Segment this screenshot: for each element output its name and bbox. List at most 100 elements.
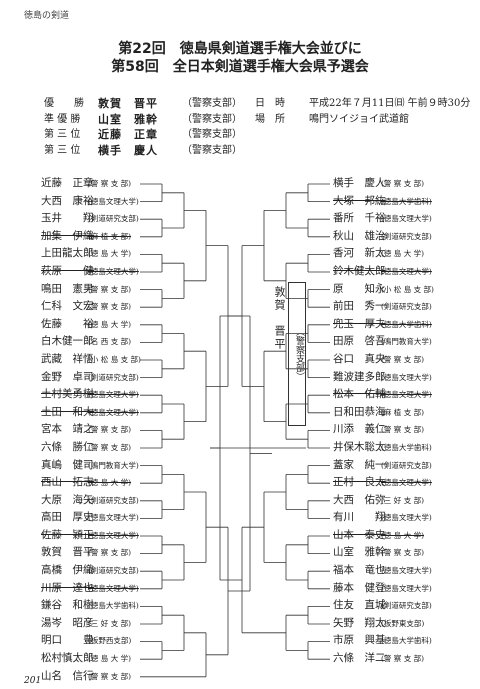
player-name: 田原 啓吾 (333, 335, 386, 348)
player-row: 日和田恭海(麻 植 支 部) (333, 404, 434, 422)
player-row: 有川 翔(徳島文理大学) (333, 509, 434, 527)
player-row: 住友 直城(剣道研究支部) (333, 597, 434, 615)
player-row: 原 知永(小 松 島 支 部) (333, 281, 434, 299)
player-affiliation: (徳島文理大学) (381, 583, 432, 593)
player-name: 佐藤 穎正 (41, 528, 94, 541)
player-name: 住友 直城 (333, 599, 386, 612)
player-affiliation: (警 察 支 部) (88, 284, 132, 294)
player-row: 鎌谷 和樹(徳島大学歯科) (41, 597, 141, 615)
player-name: 川原 達也 (41, 581, 94, 594)
player-name: 川添 義仁 (333, 423, 386, 436)
player-affiliation: (警 察 支 部) (88, 179, 132, 188)
player-row: 藤本 健登(徳島文理大学) (333, 580, 434, 598)
player-name: 土田 和大 (41, 405, 94, 418)
player-affiliation: (警 察 支 部) (381, 354, 425, 364)
player-name: 近藤 正章 (41, 177, 94, 189)
player-name: 横手 慶人 (333, 177, 386, 189)
player-affiliation: (鳴門教育大学) (88, 460, 139, 470)
player-name: 鳴田 憲男 (41, 282, 94, 295)
player-row: 宮本 靖之(警 察 支 部) (41, 421, 141, 439)
player-affiliation: (警 察 支 部) (88, 671, 132, 681)
player-affiliation: (徳島文理大学) (381, 390, 432, 400)
result-row: 優 勝敦賀 晋平（警察支部） (44, 97, 242, 110)
page-title-line2: 第58回 全日本剣道選手権大会県予選会 (111, 59, 369, 75)
player-row: 松村慎太郎(徳 島 大 学) (41, 650, 141, 668)
player-row: 真嶋 健司(鳴門教育大学) (41, 457, 141, 475)
player-row: 近藤 正章(警 察 支 部) (41, 175, 141, 193)
player-row: 番所 千裕(徳島文理大学) (333, 210, 434, 228)
player-name: 湯岑 昭彦 (41, 616, 94, 629)
player-affiliation: (徳 島 大 学) (88, 249, 132, 259)
player-affiliation: (板野東支部) (381, 618, 425, 628)
player-affiliation: (剣道研究支部) (381, 601, 432, 611)
event-info: 日 時平成22年７月11日㈰ 午前９時30分 場 所鳴門ソイジョイ武道館 (255, 96, 470, 127)
player-name: 敦賀 晋平 (41, 546, 94, 559)
player-name: 市原 興基 (333, 634, 386, 647)
result-row: 第 三 位近藤 正章（警察支部） (44, 128, 242, 141)
player-name: 有川 翔 (333, 511, 386, 524)
player-row: 矢野 翔太(板野東支部) (333, 615, 434, 633)
player-name: 玉井 翔 (41, 212, 94, 225)
player-name: 六條 洋二 (333, 652, 386, 665)
player-row: 大塚 邦紘(徳島大学歯科) (333, 193, 434, 211)
player-name: 鎌谷 和樹 (41, 599, 94, 612)
player-row: 高橋 伊織(剣道研究支部) (41, 562, 141, 580)
player-row: 湯岑 昭彦(三 好 支 部) (41, 615, 141, 633)
player-name: 大原 海矢 (41, 493, 94, 506)
player-name: 福本 竜也 (333, 564, 386, 577)
player-row: 六條 洋二(警 察 支 部) (333, 650, 434, 668)
player-row: 谷口 真央(警 察 支 部) (333, 351, 434, 369)
right-player-list: 横手 慶人(警 察 支 部)大塚 邦紘(徳島大学歯科)番所 千裕(徳島文理大学)… (333, 175, 434, 668)
player-name: 山名 信行 (41, 669, 94, 682)
player-affiliation: (徳島文理大学) (381, 478, 432, 488)
player-name: 谷口 真央 (333, 352, 386, 365)
champion-affiliation: （警察支部） (288, 282, 306, 426)
player-affiliation: (徳 島 大 学) (381, 530, 425, 540)
player-row: 白木健一郎(名 西 支 部) (41, 333, 141, 351)
player-row: 井保木聡太(徳島大学歯科) (333, 439, 434, 457)
page-title-line1: 第22回 徳島県剣道選手権大会並びに (118, 41, 362, 57)
player-row: 武藏 祥悟(小 松 島 支 部) (41, 351, 141, 369)
player-row: 佐藤 穎正(徳島文理大学) (41, 527, 141, 545)
player-row: 高田 厚史(徳島文理大学) (41, 509, 141, 527)
result-row: 第 三 位横手 慶人（警察支部） (44, 143, 242, 157)
player-row: 前田 秀一(剣道研究支部) (333, 298, 434, 316)
player-row: 山室 雅幹(警 察 支 部) (333, 544, 434, 562)
player-name: 日和田恭海 (333, 405, 386, 418)
player-affiliation: (三 好 支 部) (381, 495, 425, 505)
player-row: 大原 海矢(剣道研究支部) (41, 492, 141, 510)
player-affiliation: (警 察 支 部) (381, 425, 425, 435)
player-row: 明口 豊(板野西支部) (41, 632, 141, 650)
player-affiliation: (警 察 支 部) (88, 442, 132, 452)
player-affiliation: (徳島文理大学) (381, 214, 432, 224)
player-name: 原 知永 (333, 282, 386, 295)
player-affiliation: (板野西支部) (88, 636, 132, 646)
player-row: 大西 佑弥(三 好 支 部) (333, 492, 434, 510)
player-row: 佐藤 裕(徳 島 大 学) (41, 316, 141, 334)
player-affiliation: (徳島大学歯科) (381, 636, 432, 646)
player-affiliation: (徳島文理大学) (88, 530, 139, 540)
player-name: 加集 伊織 (41, 229, 94, 242)
player-name: 佐藤 裕 (41, 317, 94, 330)
champion-name: 敦賀 晋平 (273, 286, 286, 351)
player-row: 香河 新太(徳 島 大 学) (333, 245, 434, 263)
player-name: 山本 泰史 (333, 528, 386, 541)
player-affiliation: (警 察 支 部) (381, 179, 425, 188)
player-affiliation: (剣道研究支部) (88, 214, 139, 224)
result-row: 準 優 勝山室 雅幹（警察支部） (44, 112, 242, 126)
player-affiliation: (徳 島 大 学) (88, 319, 132, 329)
running-header: 徳島の剣道 (24, 11, 70, 21)
player-row: 六條 勝仁(警 察 支 部) (41, 439, 141, 457)
player-affiliation: (鳴門教育大学) (381, 337, 432, 347)
player-row: 大西 康裕(徳島文理大学) (41, 193, 141, 211)
player-row: 川添 義仁(警 察 支 部) (333, 421, 434, 439)
player-affiliation: (麻 植 支 部) (381, 407, 425, 417)
player-affiliation: (警 察 支 部) (88, 425, 132, 435)
player-affiliation: (徳島文理大学) (381, 566, 432, 576)
player-affiliation: (警 察 支 部) (381, 654, 425, 664)
player-affiliation: (徳 島 大 学) (88, 654, 132, 664)
player-name: 矢野 翔太 (333, 616, 386, 629)
player-affiliation: (麻 植 支 部) (88, 231, 132, 241)
player-name: 白木健一郎 (41, 335, 94, 348)
